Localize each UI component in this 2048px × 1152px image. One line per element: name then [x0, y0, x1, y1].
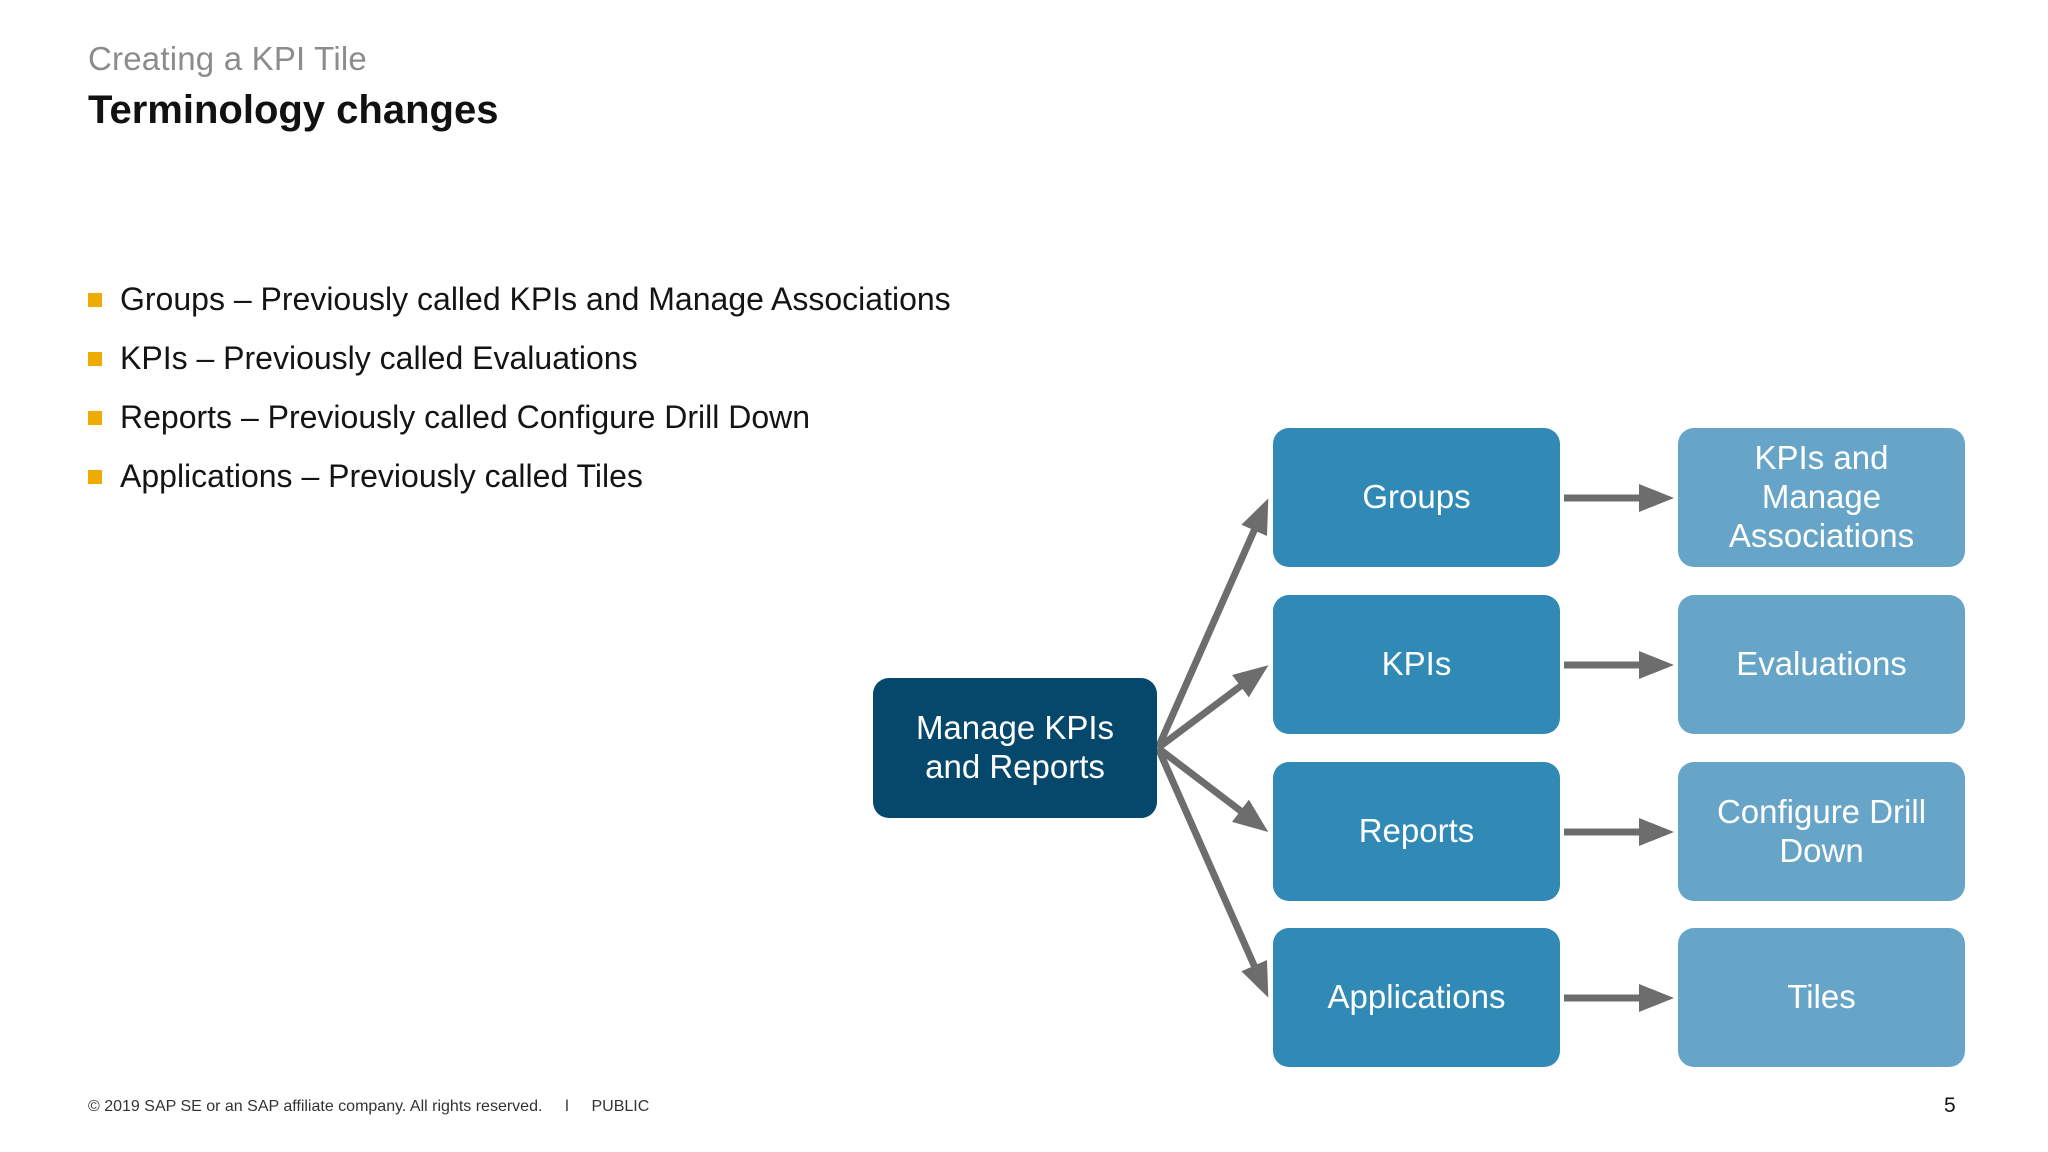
bullet-text: KPIs – Previously called Evaluations: [120, 340, 638, 376]
diagram-box-label: Applications: [1327, 978, 1506, 1016]
diagram-box-label: Evaluations: [1736, 645, 1907, 683]
diagram-box-applications: Applications: [1273, 928, 1560, 1067]
bullet-item: KPIs – Previously called Evaluations: [88, 329, 951, 388]
bullet-item: Reports – Previously called Configure Dr…: [88, 388, 951, 447]
diagram-box-label: Tiles: [1787, 978, 1856, 1016]
diagram-box-label: KPIs: [1381, 645, 1452, 683]
diagram-box-tiles: Tiles: [1678, 928, 1965, 1067]
diagram-box-label: KPIs and Manage Associations: [1728, 439, 1915, 554]
diagram-box-configure-drill-down: Configure Drill Down: [1678, 762, 1965, 901]
diagram-root-box: Manage KPIs and Reports: [873, 678, 1157, 818]
arrow-root-to-applications: [1154, 746, 1269, 998]
arrow-root-to-groups: [1154, 498, 1269, 750]
arrow-root-to-reports: [1155, 745, 1269, 832]
footer: © 2019 SAP SE or an SAP affiliate compan…: [88, 1098, 649, 1116]
diagram-box-groups: Groups: [1273, 428, 1560, 567]
diagram-box-label: Configure Drill Down: [1716, 792, 1927, 869]
bullet-list: Groups – Previously called KPIs and Mana…: [88, 270, 951, 506]
diagram-box-reports: Reports: [1273, 762, 1560, 901]
bullet-square-icon: [88, 293, 102, 307]
bullet-text: Reports – Previously called Configure Dr…: [120, 399, 811, 435]
bullet-item: Applications – Previously called Tiles: [88, 447, 951, 506]
page-number: 5: [1944, 1094, 1956, 1117]
diagram-box-label: Reports: [1358, 812, 1475, 850]
diagram-box-evaluations: Evaluations: [1678, 595, 1965, 734]
bullet-item: Groups – Previously called KPIs and Mana…: [88, 270, 951, 329]
bullet-square-icon: [88, 411, 102, 425]
bullet-square-icon: [88, 470, 102, 484]
bullet-square-icon: [88, 352, 102, 366]
arrow-root-to-kpis: [1155, 665, 1269, 751]
bullet-text: Groups – Previously called KPIs and Mana…: [120, 281, 951, 317]
classification-label: PUBLIC: [591, 1098, 650, 1115]
diagram-box-kpis: KPIs: [1273, 595, 1560, 734]
page-title: Terminology changes: [88, 88, 499, 132]
diagram-box-kpis-manage-associations: KPIs and Manage Associations: [1678, 428, 1965, 567]
bullet-text: Applications – Previously called Tiles: [120, 458, 643, 494]
diagram-box-label: Groups: [1362, 478, 1471, 516]
footer-separator: ǀ: [564, 1098, 570, 1115]
slide-subtitle: Creating a KPI Tile: [88, 40, 367, 77]
diagram-root-label: Manage KPIs and Reports: [915, 709, 1115, 785]
copyright-text: © 2019 SAP SE or an SAP affiliate compan…: [88, 1098, 543, 1115]
